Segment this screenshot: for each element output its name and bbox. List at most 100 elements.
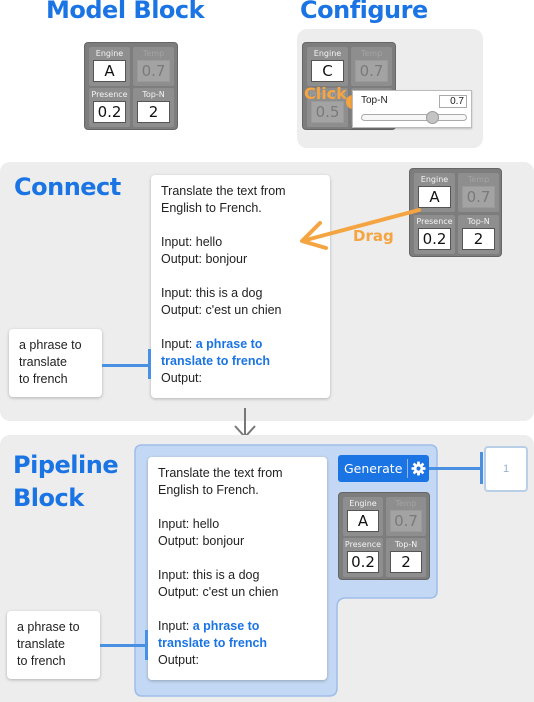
temperature-label: Temp xyxy=(467,175,490,184)
engine-value[interactable]: C xyxy=(311,60,344,82)
connect-input-link xyxy=(102,364,151,367)
presence-label: Presence xyxy=(309,90,346,99)
drag-arrow-icon xyxy=(300,208,421,250)
presence-cell[interactable]: Presence 0.2 xyxy=(343,538,383,577)
example-2-output: Output: c'est un chien xyxy=(161,303,282,317)
model-block-widget[interactable]: Engine A Temp 0.7 Presence 0.2 Top-N 2 xyxy=(84,42,178,130)
engine-cell[interactable]: Engine C xyxy=(307,47,348,86)
engine-label: Engine xyxy=(313,49,342,58)
example-1-output: Output: bonjour xyxy=(158,534,245,548)
pipeline-prompt-card[interactable]: Translate the text from English to Frenc… xyxy=(148,457,327,680)
pipeline-model-widget[interactable]: Engine A Temp 0.7 Presence 0.2 Top-N 2 xyxy=(338,492,430,580)
example-1-output: Output: bonjour xyxy=(161,252,248,266)
engine-label: Engine xyxy=(349,499,377,508)
heading-pipeline-line2: Block xyxy=(13,484,84,512)
gear-icon[interactable] xyxy=(411,461,426,476)
topn-slider-popup[interactable]: Top-N 0.7 xyxy=(352,90,472,128)
slider-label: Top-N xyxy=(361,95,388,106)
heading-connect: Connect xyxy=(14,173,121,201)
input-text-line2: translate xyxy=(19,355,67,369)
topn-cell[interactable]: Top-N 2 xyxy=(458,215,499,254)
presence-cell[interactable]: Presence 0.2 xyxy=(414,215,455,254)
temperature-cell: Temp 0.7 xyxy=(458,173,499,212)
temperature-value: 0.7 xyxy=(390,510,422,532)
example-1-input: Input: hello xyxy=(161,235,223,249)
pipeline-input-cap xyxy=(145,630,148,660)
temperature-cell: Temp 0.7 xyxy=(351,47,392,86)
engine-label: Engine xyxy=(420,175,449,184)
output-label: Output: xyxy=(158,653,199,667)
example-1-input: Input: hello xyxy=(158,517,220,531)
input-text-line1: a phrase to xyxy=(19,338,82,352)
presence-value[interactable]: 0.5 xyxy=(311,101,344,123)
generate-label: Generate xyxy=(344,461,403,476)
temperature-value: 0.7 xyxy=(137,60,170,82)
generate-output-link xyxy=(429,467,483,470)
temperature-value: 0.7 xyxy=(462,186,495,208)
presence-value[interactable]: 0.2 xyxy=(93,101,126,123)
presence-label: Presence xyxy=(416,217,453,226)
heading-model-block: Model Block xyxy=(46,0,205,24)
example-2-output: Output: c'est un chien xyxy=(158,585,279,599)
input-text-line1: a phrase to xyxy=(17,620,80,634)
slider-value-box[interactable]: 0.7 xyxy=(439,95,467,108)
input-slot-line2: translate to french xyxy=(158,636,268,650)
topn-cell[interactable]: Top-N 2 xyxy=(133,88,174,127)
engine-value[interactable]: A xyxy=(347,510,379,532)
example-2-input: Input: this is a dog xyxy=(158,568,260,582)
temperature-cell: Temp 0.7 xyxy=(133,47,174,86)
engine-cell[interactable]: Engine A xyxy=(89,47,130,86)
engine-label: Engine xyxy=(95,49,124,58)
prompt-instruction-1: Translate the text from xyxy=(158,466,283,480)
output-count: 1 xyxy=(502,463,510,475)
prompt-instruction-2: English to French. xyxy=(161,201,262,215)
prompt-instruction-2: English to French. xyxy=(158,483,259,497)
input-slot-line2: translate to french xyxy=(161,354,271,368)
engine-cell[interactable]: Engine A xyxy=(343,497,383,536)
slider-thumb[interactable] xyxy=(426,111,440,124)
presence-cell[interactable]: Presence 0.5 xyxy=(307,88,348,127)
topn-value[interactable]: 2 xyxy=(462,228,495,250)
topn-value[interactable]: 2 xyxy=(137,101,170,123)
prompt-instruction-1: Translate the text from xyxy=(161,184,286,198)
input-text-line3: to french xyxy=(17,654,66,668)
engine-value[interactable]: A xyxy=(418,186,451,208)
heading-configure: Configure xyxy=(300,0,428,24)
input-prefix: Input: xyxy=(158,619,193,633)
topn-cell[interactable]: Top-N 2 xyxy=(386,538,426,577)
topn-value[interactable]: 2 xyxy=(390,551,422,573)
presence-label: Presence xyxy=(344,540,382,549)
temperature-cell: Temp 0.7 xyxy=(386,497,426,536)
output-cap xyxy=(480,452,483,484)
presence-value[interactable]: 0.2 xyxy=(347,551,379,573)
heading-pipeline-line1: Pipeline xyxy=(13,451,119,479)
presence-value[interactable]: 0.2 xyxy=(418,228,451,250)
presence-cell[interactable]: Presence 0.2 xyxy=(89,88,130,127)
pipeline-input-box[interactable]: a phrase to translate to french xyxy=(7,611,100,679)
temperature-value: 0.7 xyxy=(355,60,388,82)
temperature-label: Temp xyxy=(395,499,417,508)
slider-track[interactable] xyxy=(361,114,467,121)
example-2-input: Input: this is a dog xyxy=(161,286,263,300)
presence-label: Presence xyxy=(91,90,128,99)
input-prefix: Input: xyxy=(161,337,196,351)
output-count-box[interactable]: 1 xyxy=(484,446,528,492)
output-label: Output: xyxy=(161,371,202,385)
connect-model-widget[interactable]: Engine A Temp 0.7 Presence 0.2 Top-N 2 xyxy=(409,168,502,257)
click-label: Click xyxy=(304,84,347,103)
connect-prompt-card[interactable]: Translate the text from English to Frenc… xyxy=(151,175,330,398)
temperature-label: Temp xyxy=(142,49,165,58)
generate-button[interactable]: Generate xyxy=(338,455,429,482)
pipeline-input-link xyxy=(100,644,148,647)
input-slot-line1: a phrase to xyxy=(195,337,263,351)
engine-cell[interactable]: Engine A xyxy=(414,173,455,212)
button-divider xyxy=(407,459,408,478)
slider-value: 0.7 xyxy=(450,96,464,107)
topn-label: Top-N xyxy=(394,540,418,549)
topn-label: Top-N xyxy=(467,217,490,226)
connect-input-box[interactable]: a phrase to translate to french xyxy=(9,329,102,397)
input-slot-line1: a phrase to xyxy=(192,619,260,633)
engine-value[interactable]: A xyxy=(93,60,126,82)
connect-input-cap xyxy=(148,349,151,379)
input-text-line2: translate xyxy=(17,637,65,651)
